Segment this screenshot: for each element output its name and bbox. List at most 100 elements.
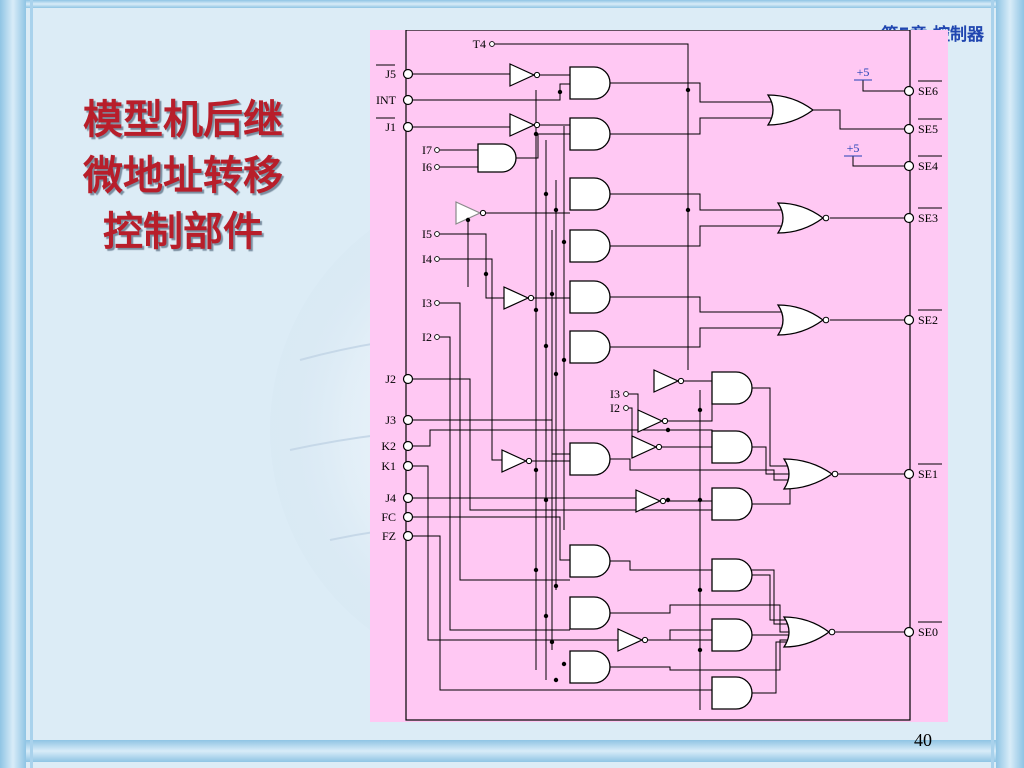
input-label: T4 (473, 37, 486, 51)
junction-dot (543, 343, 549, 349)
wire (610, 296, 784, 313)
inverter (637, 409, 664, 433)
inversion-bubble (828, 628, 836, 636)
and-gate (569, 442, 611, 476)
wire (440, 258, 502, 461)
input-label: I6 (422, 160, 432, 174)
junction-dot (685, 207, 691, 213)
junction-dot (561, 357, 567, 363)
inversion-bubble (659, 497, 667, 505)
title-line: 微地址转移 (83, 153, 283, 199)
input-label: J3 (385, 413, 396, 427)
input-label: J4 (385, 491, 396, 505)
inverter (509, 63, 536, 87)
output-label: SE5 (918, 122, 938, 136)
input-label: I3 (422, 296, 432, 310)
inversion-bubble (677, 377, 685, 385)
pin-terminal (402, 373, 414, 385)
gate-layer (402, 41, 915, 710)
signal-terminal (623, 405, 629, 411)
inverter (509, 113, 536, 137)
output-label: SE6 (918, 84, 938, 98)
title-line: 控制部件 (103, 209, 263, 255)
and-gate (711, 371, 753, 405)
or-gate (766, 94, 815, 126)
wire (440, 302, 570, 581)
pin-terminal (402, 460, 414, 472)
nor-gate (782, 616, 831, 648)
input-label: FC (381, 510, 396, 524)
wire (610, 604, 792, 633)
supply-label: +5 (857, 65, 870, 79)
junction-dot (697, 587, 703, 593)
wire (752, 387, 790, 467)
nor-gate (776, 304, 825, 336)
junction-dot (483, 271, 489, 277)
inversion-bubble (533, 71, 541, 79)
signal-terminal (434, 256, 440, 262)
pin-terminal (903, 626, 915, 638)
wire (413, 516, 570, 561)
input-label: FZ (382, 529, 396, 543)
signal-terminal (434, 334, 440, 340)
wire (610, 327, 784, 348)
junction-dot (561, 239, 567, 245)
slide-title: 模型机后继 微地址转移 控制部件 (58, 92, 308, 260)
inversion-bubble (641, 636, 649, 644)
junction-dot (697, 407, 703, 413)
junction-dot (665, 427, 671, 433)
input-label: J1 (385, 120, 396, 134)
wire (629, 407, 633, 447)
junction-dot (549, 639, 555, 645)
junction-dot (553, 583, 559, 589)
nor-gate (782, 458, 834, 490)
input-label: I7 (422, 143, 432, 157)
input-label: J5 (385, 67, 396, 81)
pin-terminal (402, 94, 414, 106)
and-gate (711, 430, 753, 464)
and-gate (569, 544, 611, 578)
junction-dot (553, 677, 559, 683)
pin-terminal (903, 468, 915, 480)
junction-dot (553, 371, 559, 377)
wire (610, 458, 792, 481)
signal-terminal (434, 231, 440, 237)
signal-terminal (434, 147, 440, 153)
junction-dot (697, 497, 703, 503)
wire (610, 82, 774, 103)
wire (852, 156, 905, 167)
output-label: SE4 (918, 159, 938, 173)
inverter (653, 369, 680, 393)
wire (752, 446, 792, 475)
and-gate (711, 558, 753, 592)
junction-dot (561, 661, 567, 667)
junction-dot (543, 191, 549, 197)
junction-dot (465, 217, 471, 223)
and-gate (477, 143, 517, 173)
and-gate (569, 229, 611, 263)
pin-terminal (402, 492, 414, 504)
inversion-bubble (822, 214, 830, 222)
title-line: 模型机后继 (83, 97, 283, 143)
pin-terminal (402, 68, 414, 80)
inversion-bubble (822, 316, 830, 324)
wire-network (413, 43, 905, 710)
junction-dot (533, 467, 539, 473)
input-label: I3 (610, 387, 620, 401)
pin-terminal (402, 121, 414, 133)
inversion-bubble (655, 443, 663, 451)
inverter (503, 286, 530, 310)
pin-terminal (903, 85, 915, 97)
and-gate (569, 117, 611, 151)
and-gate (569, 596, 611, 630)
junction-dot (533, 131, 539, 137)
wire (413, 535, 712, 691)
inversion-bubble (533, 121, 541, 129)
output-label: SE0 (918, 625, 938, 639)
wire (495, 43, 689, 370)
wire (813, 109, 905, 130)
and-gate (569, 330, 611, 364)
and-gate (569, 177, 611, 211)
pin-terminal (402, 511, 414, 523)
junction-dot (557, 89, 563, 95)
